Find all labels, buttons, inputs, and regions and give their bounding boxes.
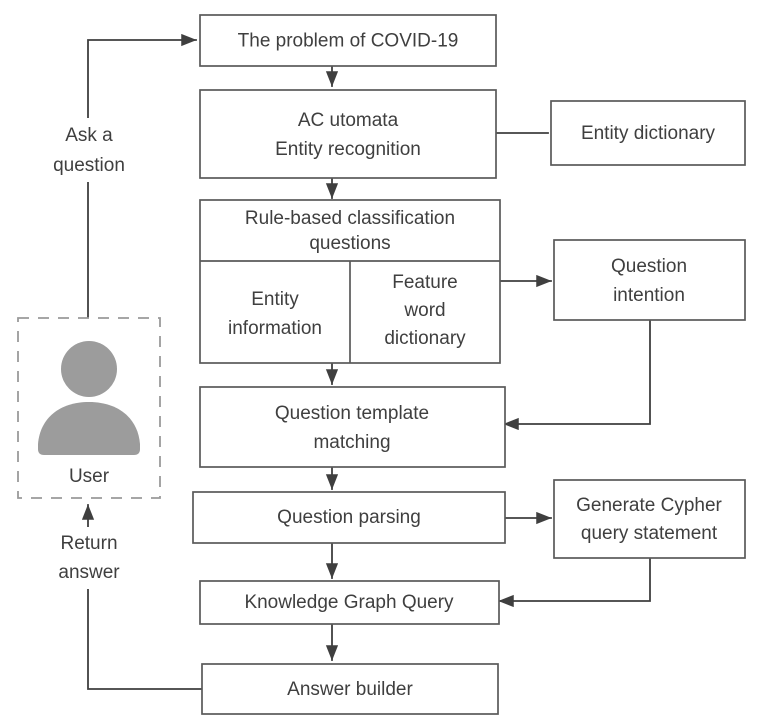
node-label-generate-cypher-line1: Generate Cypher [576,495,722,516]
edge-label-return-answer-line1: Return [60,533,117,554]
node-label-question-parsing: Question parsing [277,507,421,528]
node-label-entity-information-line1: Entity [251,289,299,310]
edge-generate-cypher-to-knowledge-graph-query [498,557,651,608]
node-rule-based-classification-block[interactable]: Rule-based classification questions Enti… [199,199,501,364]
node-label-entity-dictionary: Entity dictionary [581,123,716,144]
edge-label-ask-a-question-line2: question [53,155,125,176]
edge-label-return-answer: Return answer [26,527,152,589]
node-label-entity-information-line2: information [228,318,322,339]
node-label-generate-cypher-line2: query statement [581,523,718,544]
node-label-question-template-line2: matching [313,432,390,453]
node-label-question-intention-line2: intention [613,285,685,306]
edge-ask-a-question [87,33,197,319]
node-label-feature-word-line1: Feature [392,272,457,293]
node-answer-builder[interactable]: Answer builder [201,663,499,715]
node-question-template-matching[interactable]: Question template matching [199,386,506,468]
node-question-parsing[interactable]: Question parsing [192,491,506,544]
node-label-question-intention-line1: Question [611,256,687,277]
node-user[interactable]: User [17,317,161,499]
node-generate-cypher-query-statement[interactable]: Generate Cypher query statement [553,479,746,559]
node-label-question-template-line1: Question template [275,403,429,424]
node-label-user: User [69,466,110,487]
edge-label-return-answer-line2: answer [58,562,120,583]
node-ac-automata-entity-recognition[interactable]: AC utomata Entity recognition [199,89,497,179]
node-knowledge-graph-query[interactable]: Knowledge Graph Query [199,580,500,625]
node-label-problem: The problem of COVID-19 [238,31,459,52]
node-label-ac-automata-line1: AC utomata [298,110,399,131]
node-label-feature-word-line3: dictionary [384,328,466,349]
edge-label-ask-a-question: Ask a question [22,118,156,182]
edge-label-ask-a-question-line1: Ask a [65,125,113,146]
user-avatar-icon [38,341,140,455]
node-label-ac-automata-line2: Entity recognition [275,139,421,160]
edge-question-intention-to-question-template [503,319,651,431]
node-entity-dictionary[interactable]: Entity dictionary [550,100,746,166]
node-label-knowledge-graph-query: Knowledge Graph Query [244,592,454,613]
node-label-rule-based-line1: Rule-based classification [245,208,455,229]
node-question-intention[interactable]: Question intention [553,239,746,321]
node-the-problem-of-covid-19[interactable]: The problem of COVID-19 [199,14,497,67]
node-label-rule-based-line2: questions [309,233,390,254]
node-label-answer-builder: Answer builder [287,679,413,700]
node-label-feature-word-line2: word [403,300,445,321]
